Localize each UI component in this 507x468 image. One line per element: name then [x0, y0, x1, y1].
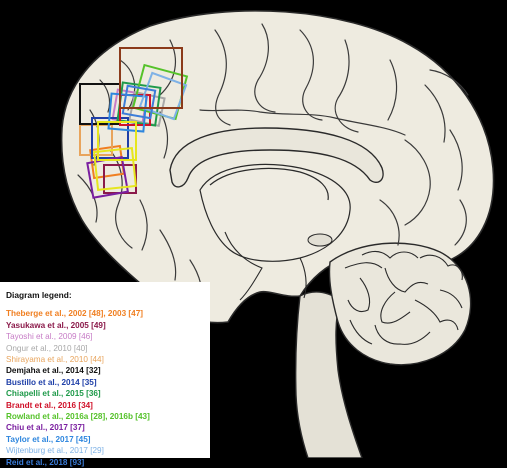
fornix [209, 167, 329, 201]
legend-entry-taylor: Taylor et al., 2017 [45] [6, 434, 91, 444]
legend-entry-rowland: Rowland et al., 2016a [28], 2016b [43] [6, 412, 150, 422]
voxel-yellow-2 [93, 147, 137, 191]
diagram-legend: Diagram legend: Theberge et al., 2002 [4… [0, 282, 210, 467]
voxel-boxes [79, 47, 189, 199]
legend-entry-tayoshi: Tayoshi et al., 2009 [46] [6, 332, 93, 342]
legend-entry-chiapelli: Chiapelli et al., 2015 [36] [6, 389, 101, 399]
brain-sagittal-diagram [60, 10, 495, 458]
hypothalamus [224, 231, 263, 301]
legend-entry-theberge: Theberge et al., 2002 [48], 2003 [47] [6, 309, 143, 319]
corpus-callosum [169, 127, 384, 188]
legend-entry-shirayama: Shirayama et al., 2010 [44] [6, 355, 104, 365]
voxel-taylor [107, 92, 148, 133]
legend-entry-reid: Reid et al., 2018 [93] [6, 457, 85, 467]
pineal-region [307, 233, 333, 247]
cerebellum-arbor-vitae [344, 251, 463, 345]
legend-entry-ongur: Ongur et al., 2010 [40] [6, 343, 88, 353]
legend-entry-demjaha: Demjaha et al., 2014 [32] [6, 366, 101, 376]
legend-entry-chiu: Chiu et al., 2017 [37] [6, 423, 85, 433]
cerebellum [328, 242, 472, 366]
legend-title: Diagram legend: [6, 290, 72, 300]
legend-entry-wijtenburg: Wijtenburg et al., 2017 [29] [6, 446, 104, 456]
legend-entry-brandt: Brandt et al., 2016 [34] [6, 400, 93, 410]
voxel-yellow [97, 121, 137, 161]
legend-entries: Theberge et al., 2002 [48], 2003 [47] Ya… [6, 308, 210, 468]
figure: Diagram legend: Theberge et al., 2002 [4… [0, 10, 495, 467]
legend-entry-bustillo: Bustillo et al., 2014 [35] [6, 377, 97, 387]
midbrain [299, 257, 307, 299]
voxel-reid [121, 84, 157, 120]
voxel-brown [119, 47, 183, 109]
legend-entry-yasukawa: Yasukawa et al., 2005 [49] [6, 320, 106, 330]
